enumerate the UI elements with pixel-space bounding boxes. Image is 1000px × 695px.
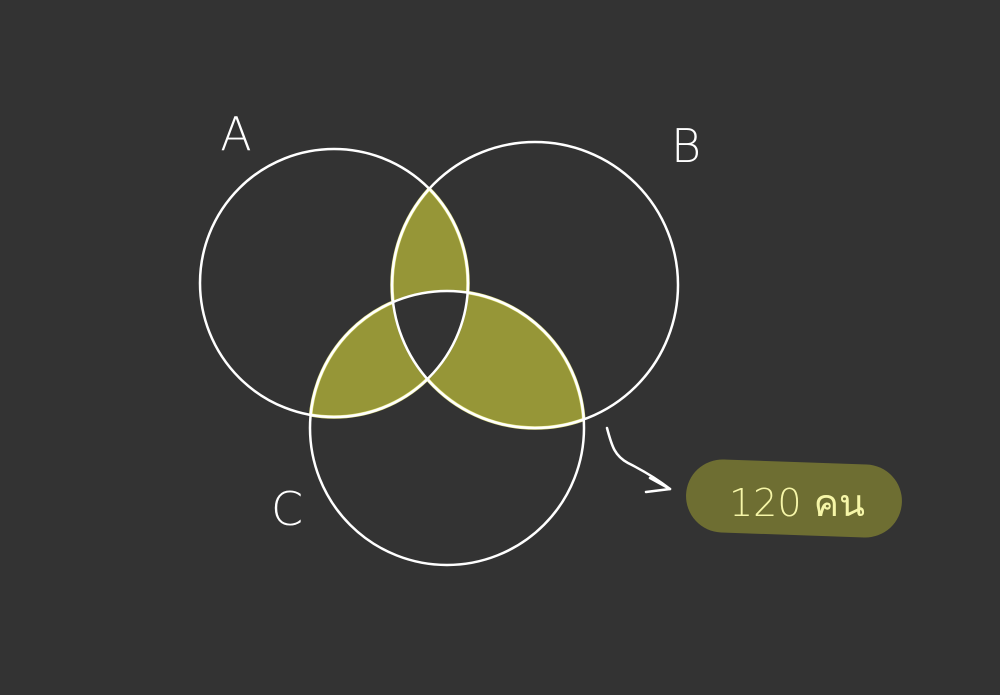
region-b-and-c-only: [392, 291, 584, 428]
arrow-icon: [605, 426, 672, 494]
region-a-and-c-only: [310, 291, 468, 417]
circle-c: [308, 289, 586, 567]
count-badge: 120 คน: [686, 459, 902, 538]
label-a: A: [220, 107, 251, 161]
circle-b: [390, 140, 680, 430]
label-b: B: [671, 119, 701, 173]
circle-a: [198, 147, 470, 419]
label-c: C: [271, 482, 303, 536]
count-badge-text: 120 คน: [729, 481, 865, 525]
